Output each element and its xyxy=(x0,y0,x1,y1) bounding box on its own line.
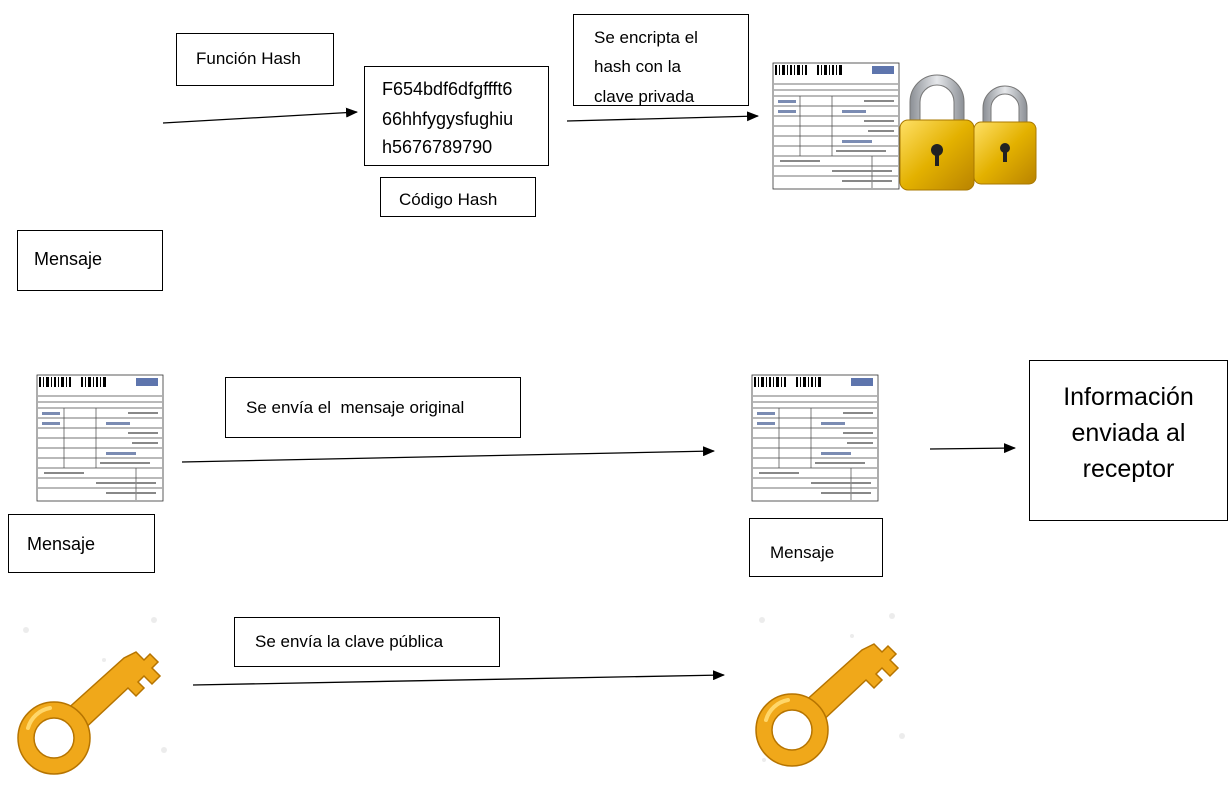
receiver-info-line: enviada al xyxy=(1071,419,1186,447)
message-label: Mensaje xyxy=(770,543,835,562)
key-icon xyxy=(755,613,905,767)
padlock-icon xyxy=(899,74,975,191)
receiver-info-box: Información enviada al receptor xyxy=(1029,360,1228,521)
hash-code-caption-box: Código Hash xyxy=(380,177,536,217)
hash-code-caption: Código Hash xyxy=(399,190,498,209)
encrypt-box: Se encripta el hash con la clave privada xyxy=(573,14,749,106)
hash-function-box: Función Hash xyxy=(176,33,334,86)
message-label: Mensaje xyxy=(34,249,103,269)
message-box-left: Mensaje xyxy=(8,514,155,573)
receiver-info-line: Información xyxy=(1063,383,1194,411)
receiver-info-line: receptor xyxy=(1082,455,1175,483)
arrow-send-original xyxy=(181,446,715,463)
encrypt-line: hash con la xyxy=(594,57,681,76)
document-icon xyxy=(772,62,900,190)
message-box-top: Mensaje xyxy=(17,230,163,291)
encrypt-line: Se encripta el xyxy=(594,28,698,47)
hash-code-line: 66hhfygysfughiu xyxy=(382,109,514,129)
key-icon xyxy=(17,617,167,775)
send-original-box: Se envía el mensaje original xyxy=(225,377,521,438)
send-public-key-box: Se envía la clave pública xyxy=(234,617,500,667)
encrypt-line: clave privada xyxy=(594,87,695,106)
send-public-key-label: Se envía la clave pública xyxy=(255,632,444,651)
arrow-to-receiver xyxy=(929,443,1016,454)
padlock-icon xyxy=(973,85,1037,185)
hash-code-box: F654bdf6dfgffft6 66hhfygysfughiu h567678… xyxy=(364,66,549,166)
hash-code-line: h5676789790 xyxy=(382,137,493,157)
arrow-hash-to-encrypted xyxy=(566,111,759,122)
hash-code-line: F654bdf6dfgffft6 xyxy=(382,79,513,99)
send-original-label: Se envía el mensaje original xyxy=(246,398,465,417)
arrow-message-to-hash xyxy=(162,107,358,124)
message-box-right: Mensaje xyxy=(749,518,883,577)
message-label: Mensaje xyxy=(27,534,96,554)
document-icon xyxy=(36,374,164,502)
arrow-send-public-key xyxy=(192,670,725,686)
hash-function-label: Función Hash xyxy=(196,49,301,68)
document-icon xyxy=(751,374,879,502)
